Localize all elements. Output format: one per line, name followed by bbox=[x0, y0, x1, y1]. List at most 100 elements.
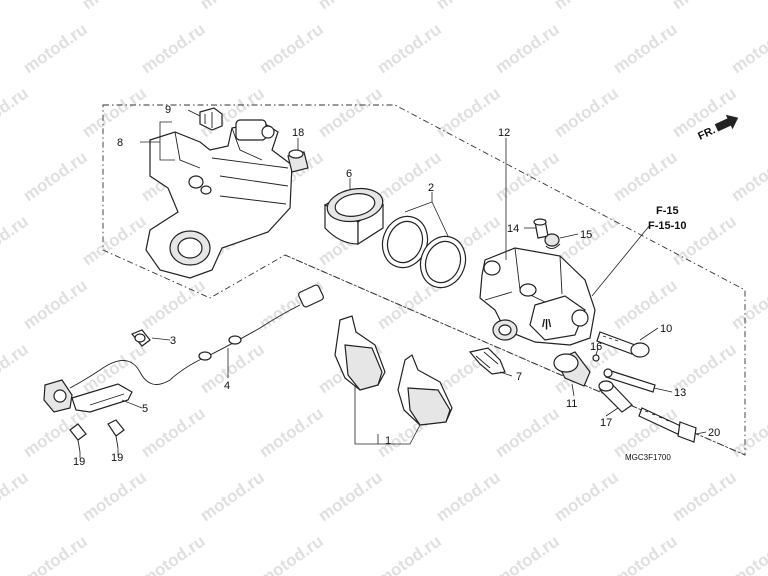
watermark-text: motod.ru bbox=[492, 403, 563, 461]
watermark-text: motod.ru bbox=[551, 0, 622, 13]
watermark-text: motod.ru bbox=[728, 147, 768, 205]
reference-f15-10: F-15-10 bbox=[648, 220, 687, 232]
watermark-text: motod.ru bbox=[610, 147, 681, 205]
watermark-text: motod.ru bbox=[197, 467, 268, 525]
watermark-text: motod.ru bbox=[374, 19, 445, 77]
callout-17: 17 bbox=[600, 417, 612, 429]
pad-pin-part bbox=[603, 368, 656, 393]
watermark-text: motod.ru bbox=[669, 0, 740, 13]
watermark-text: motod.ru bbox=[0, 0, 32, 13]
watermark-text: motod.ru bbox=[20, 531, 91, 576]
bracket-clip-part bbox=[199, 107, 223, 131]
watermark-text: motod.ru bbox=[610, 19, 681, 77]
seal-ring-part bbox=[592, 354, 600, 362]
watermark-text: motod.ru bbox=[197, 0, 268, 13]
watermark-text: motod.ru bbox=[0, 339, 32, 397]
watermark-text: motod.ru bbox=[374, 531, 445, 576]
callout-7: 7 bbox=[516, 371, 522, 383]
caliper-bracket-part bbox=[145, 119, 293, 279]
watermark-text: motod.ru bbox=[492, 19, 563, 77]
watermark-text: motod.ru bbox=[433, 467, 504, 525]
sensor-bolt-left-part bbox=[69, 423, 87, 453]
watermark-text: motod.ru bbox=[138, 275, 209, 333]
bleeder-valve-part bbox=[533, 218, 549, 239]
leader-lines bbox=[79, 109, 707, 458]
watermark-text: motod.ru bbox=[256, 19, 327, 77]
pin-sleeve-part bbox=[598, 380, 633, 413]
watermark-text: motod.ru bbox=[197, 339, 268, 397]
pin-boot-part bbox=[287, 149, 309, 173]
piston-part bbox=[323, 187, 385, 246]
watermark-text: motod.ru bbox=[79, 0, 150, 13]
watermark-text: motod.ru bbox=[551, 467, 622, 525]
watermark-text: motod.ru bbox=[79, 211, 150, 269]
watermark-text: motod.ru bbox=[492, 531, 563, 576]
caliper-brand-mark: /|\ bbox=[542, 318, 551, 330]
caliper-frame-outline bbox=[284, 254, 746, 456]
watermark-text: motod.ru bbox=[315, 83, 386, 141]
watermark-text: motod.ru bbox=[256, 531, 327, 576]
wire-clamp-part bbox=[131, 329, 151, 347]
watermark-text: motod.ru bbox=[20, 19, 91, 77]
watermark-text: motod.ru bbox=[551, 83, 622, 141]
assembly-frame-outline bbox=[102, 104, 746, 456]
callout-6: 6 bbox=[346, 168, 352, 180]
callout-1: 1 bbox=[385, 435, 391, 447]
watermark-text: motod.ru bbox=[79, 83, 150, 141]
watermark-text: motod.ru bbox=[138, 531, 209, 576]
piston-seal-rings-part bbox=[381, 215, 467, 289]
mounting-bolt-part bbox=[638, 407, 697, 443]
brake-pad-part bbox=[334, 315, 453, 426]
diagram-code: MGC3F1700 bbox=[625, 453, 671, 462]
watermark-text: motod.ru bbox=[728, 531, 768, 576]
callout-5: 5 bbox=[142, 403, 148, 415]
callout-11: 11 bbox=[566, 398, 577, 410]
watermark-text: motod.ru bbox=[728, 19, 768, 77]
watermark-text: motod.ru bbox=[256, 275, 327, 333]
front-arrow-icon bbox=[714, 114, 739, 132]
watermark-text: motod.ru bbox=[138, 403, 209, 461]
bleeder-cap-part bbox=[544, 233, 561, 249]
watermark-text: motod.ru bbox=[20, 147, 91, 205]
callout-19-right: 19 bbox=[111, 452, 123, 464]
pad-spring-part bbox=[468, 347, 506, 375]
watermark-text: motod.ru bbox=[0, 467, 32, 525]
caliper-body-part: /|\ bbox=[479, 247, 596, 346]
callout-9: 9 bbox=[165, 104, 171, 116]
abs-sensor-head-part bbox=[43, 379, 73, 413]
callout-8: 8 bbox=[117, 137, 123, 149]
sensor-bracket-part bbox=[71, 383, 133, 413]
watermark-text: motod.ru bbox=[728, 403, 768, 461]
watermark-text: motod.ru bbox=[256, 403, 327, 461]
reference-f15: F-15 bbox=[656, 205, 679, 217]
watermark-text: motod.ru bbox=[315, 0, 386, 13]
watermark-text: motod.ru bbox=[374, 147, 445, 205]
caliper-pin-bolt-part bbox=[596, 331, 650, 358]
callout-12: 12 bbox=[498, 127, 510, 139]
callout-19-left: 19 bbox=[73, 456, 85, 468]
callout-3: 3 bbox=[170, 335, 176, 347]
watermark-text: motod.ru bbox=[138, 19, 209, 77]
sensor-bolt-right-part bbox=[107, 419, 125, 449]
watermark-text: motod.ru bbox=[315, 467, 386, 525]
callout-14: 14 bbox=[507, 223, 519, 235]
slide-pin-boot-part bbox=[553, 351, 591, 387]
callout-18: 18 bbox=[292, 127, 304, 139]
watermark-text: motod.ru bbox=[669, 467, 740, 525]
callout-20: 20 bbox=[708, 427, 720, 439]
watermark-text: motod.ru bbox=[0, 211, 32, 269]
callout-2: 2 bbox=[428, 182, 434, 194]
callout-15: 15 bbox=[580, 229, 592, 241]
callout-16: 16 bbox=[590, 341, 602, 353]
callout-13: 13 bbox=[674, 387, 686, 399]
callout-10: 10 bbox=[660, 323, 672, 335]
watermark-text: motod.ru bbox=[433, 0, 504, 13]
watermark-text: motod.ru bbox=[0, 83, 32, 141]
watermark-text: motod.ru bbox=[492, 147, 563, 205]
watermark-text: motod.ru bbox=[610, 531, 681, 576]
watermark-text: motod.ru bbox=[433, 83, 504, 141]
watermark-text: motod.ru bbox=[20, 275, 91, 333]
